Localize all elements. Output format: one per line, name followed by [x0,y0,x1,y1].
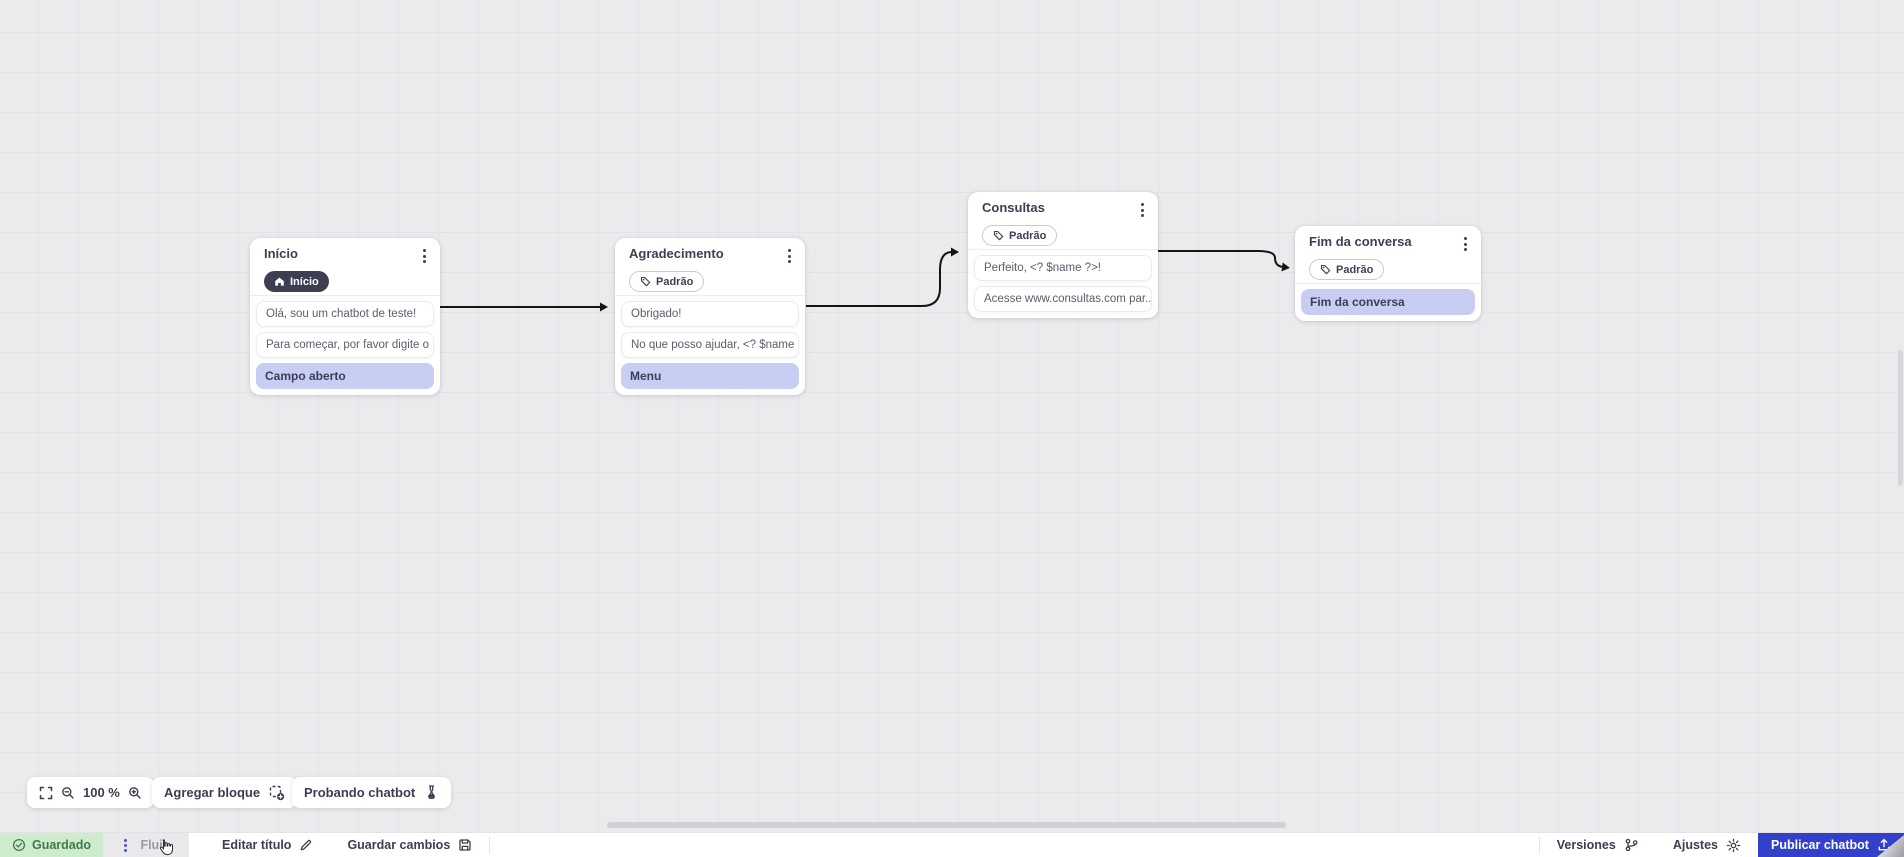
versions-button[interactable]: Versiones [1540,833,1656,857]
test-chatbot-button[interactable]: Probando chatbot [292,777,452,808]
open-field-card[interactable]: Campo aberto [256,363,434,389]
zoom-level: 100 % [83,785,120,800]
message-card[interactable]: Perfeito, <? $name ?>! [974,255,1152,281]
kebab-menu-icon[interactable] [1137,200,1148,220]
menu-card[interactable]: Menu [621,363,799,389]
add-block-button[interactable]: Agregar bloque [152,777,298,808]
pencil-icon [299,838,313,852]
bar-divider [1538,836,1540,854]
fullscreen-icon[interactable] [39,786,53,800]
node-fim-da-conversa[interactable]: Fim da conversa Padrão Fim da conversa [1295,226,1481,321]
tag-icon [993,230,1004,241]
node-consultas[interactable]: Consultas Padrão Perfeito, <? $name ?>! … [968,192,1158,318]
save-changes-button[interactable]: Guardar cambios [330,833,489,857]
kebab-menu-icon[interactable] [784,246,795,266]
flow-tab-label: Fluir [140,838,168,852]
git-branch-icon [1624,838,1639,852]
horizontal-scrollbar-thumb[interactable] [607,822,1286,828]
edit-title-button[interactable]: Editar título [205,833,330,857]
node-inicio[interactable]: Início Início Olá, sou um chatbot de tes… [250,238,440,395]
drag-handle-icon[interactable] [124,838,128,852]
flow-tab-fluir[interactable]: Fluir [103,833,189,857]
node-agradecimento[interactable]: Agradecimento Padrão Obrigado! No que po… [615,238,805,395]
save-icon [458,838,472,852]
connection-lines [440,247,1290,312]
node-title: Consultas [982,200,1045,215]
message-card[interactable]: No que posso ajudar, <? $name ... [621,332,799,358]
kebab-menu-icon[interactable] [419,246,430,266]
zoom-toolbar: 100 % [27,777,154,808]
vertical-scrollbar-thumb[interactable] [1898,350,1903,486]
connection-consultas-fim [1158,250,1290,272]
flask-icon [424,785,439,800]
node-title: Agradecimento [629,246,724,261]
message-card[interactable]: Para começar, por favor digite o ... [256,332,434,358]
node-badge: Padrão [1309,259,1385,280]
tag-icon [1320,264,1331,275]
node-badge: Padrão [629,271,705,292]
add-block-icon [269,785,285,801]
bottom-bar: Guardado Fluir Editar título Guardar cam… [0,832,1904,857]
publish-chatbot-button[interactable]: Publicar chatbot [1758,833,1904,857]
bar-spacer [490,833,1538,857]
flow-canvas[interactable]: Início Início Olá, sou um chatbot de tes… [0,0,1904,833]
kebab-menu-icon[interactable] [1460,234,1471,254]
gear-icon [1726,838,1741,853]
end-conversation-card[interactable]: Fim da conversa [1301,289,1475,315]
node-badge: Padrão [982,225,1058,246]
bar-divider [489,836,491,854]
settings-button[interactable]: Ajustes [1656,833,1758,857]
message-card[interactable]: Acesse www.consultas.com par... [974,286,1152,312]
tag-icon [640,276,651,287]
home-icon [274,276,285,287]
saved-status-badge: Guardado [0,833,103,857]
node-title: Fim da conversa [1309,234,1412,249]
zoom-in-icon[interactable] [128,786,142,800]
node-badge: Início [264,271,329,292]
connection-agradecimento-consultas [806,247,959,307]
node-title: Início [264,246,298,261]
zoom-out-icon[interactable] [61,786,75,800]
message-card[interactable]: Olá, sou um chatbot de teste! [256,301,434,327]
message-card[interactable]: Obrigado! [621,301,799,327]
check-circle-icon [12,838,26,852]
